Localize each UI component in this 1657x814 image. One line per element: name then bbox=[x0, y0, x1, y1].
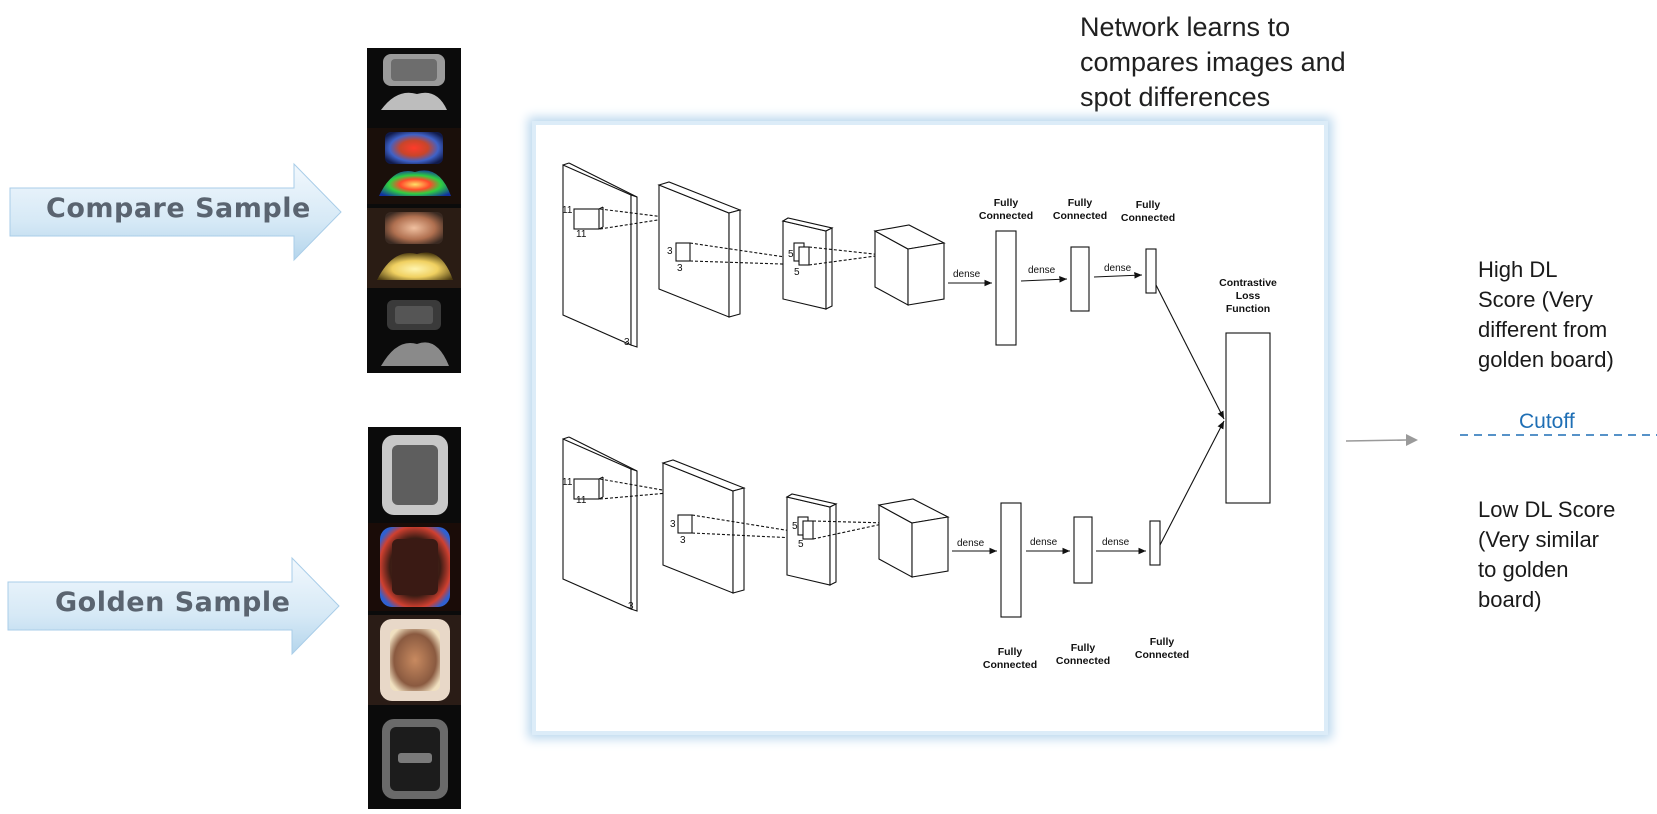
network-description-heading: Network learns to compares images and sp… bbox=[1080, 10, 1400, 115]
low-score-line-1: Low DL Score bbox=[1478, 497, 1616, 522]
low-score-line-4: board) bbox=[1478, 587, 1542, 612]
top-input-volume bbox=[562, 162, 638, 348]
top-conv3-volume bbox=[873, 224, 946, 306]
bottom-dense-label-1: dense bbox=[957, 538, 985, 549]
high-score-text: High DL Score (Very different from golde… bbox=[1478, 255, 1653, 375]
bottom-fc1-label-line2: Connected bbox=[983, 659, 1037, 671]
top-fc1 bbox=[995, 230, 1017, 346]
bottom-fc3 bbox=[1149, 520, 1161, 566]
golden-sample-arrow bbox=[7, 556, 340, 656]
bottom-dim-11b: 11 bbox=[576, 495, 587, 506]
top-fc3-label-line1: Fully bbox=[1136, 199, 1161, 211]
bottom-conv2-volume bbox=[785, 493, 838, 586]
top-fc1-label-line2: Connected bbox=[979, 210, 1033, 222]
siamese-network-diagram: 11 11 3 3 5 5 3 11 11 3 3 5 5 3 dense de… bbox=[536, 125, 1324, 731]
bottom-fc2-label-line2: Connected bbox=[1056, 655, 1110, 667]
bottom-input-filter bbox=[573, 476, 604, 500]
top-dim-5b: 5 bbox=[794, 267, 800, 278]
bottom-dim-5b: 5 bbox=[798, 539, 804, 550]
bottom-dense-label-3: dense bbox=[1102, 537, 1130, 548]
top-fc1-label-line1: Fully bbox=[994, 197, 1019, 209]
bottom-input-volume bbox=[562, 436, 638, 612]
top-dim-5a: 5 bbox=[788, 249, 794, 260]
compare-sample-arrow bbox=[9, 162, 342, 262]
bottom-dim-11a: 11 bbox=[562, 477, 573, 488]
golden-sample-label: Golden Sample bbox=[55, 587, 291, 618]
high-score-line-3: different from bbox=[1478, 317, 1608, 342]
bottom-fc1-label-line1: Fully bbox=[998, 646, 1023, 658]
low-score-line-2: (Very similar bbox=[1478, 527, 1600, 552]
top-fc3 bbox=[1145, 248, 1157, 294]
top-dense-label-3: dense bbox=[1104, 263, 1132, 274]
output-arrow bbox=[1345, 434, 1418, 446]
bottom-dim-5a: 5 bbox=[792, 521, 798, 532]
top-conv2-volume bbox=[781, 217, 834, 310]
top-fc3-label-line2: Connected bbox=[1121, 212, 1175, 224]
top-dim-11a: 11 bbox=[562, 205, 573, 216]
bottom-dense-label-2: dense bbox=[1030, 537, 1058, 548]
bottom-fc1 bbox=[1000, 502, 1022, 618]
bottom-dim-3c: 3 bbox=[628, 601, 634, 612]
high-score-line-4: golden board) bbox=[1478, 347, 1614, 372]
bottom-fc2 bbox=[1073, 516, 1093, 584]
cutoff-line bbox=[1460, 434, 1657, 436]
high-score-line-1: High DL bbox=[1478, 257, 1558, 282]
loss-label-line1: Contrastive bbox=[1219, 277, 1277, 289]
loss-label-line2: Loss bbox=[1236, 290, 1261, 302]
top-fc2-label-line1: Fully bbox=[1068, 197, 1093, 209]
compare-sample-label: Compare Sample bbox=[46, 193, 311, 224]
bottom-conv3-volume bbox=[877, 498, 950, 578]
compare-sample-image-strip bbox=[367, 48, 461, 373]
heading-line-1: Network learns to bbox=[1080, 12, 1291, 42]
bottom-conv1-volume bbox=[661, 459, 746, 594]
top-fc2 bbox=[1070, 246, 1090, 312]
low-score-text: Low DL Score (Very similar to golden boa… bbox=[1478, 495, 1653, 615]
top-dense-label-1: dense bbox=[953, 269, 981, 280]
bottom-fc3-label-line2: Connected bbox=[1135, 649, 1189, 661]
high-score-line-2: Score (Very bbox=[1478, 287, 1593, 312]
top-dim-3a: 3 bbox=[667, 246, 673, 257]
top-dim-3b: 3 bbox=[677, 263, 683, 274]
top-dense-label-2: dense bbox=[1028, 265, 1056, 276]
bottom-dim-3a: 3 bbox=[670, 519, 676, 530]
bottom-fc3-label-line1: Fully bbox=[1150, 636, 1175, 648]
golden-sample-image-strip bbox=[368, 427, 461, 809]
bottom-dim-3b: 3 bbox=[680, 535, 686, 546]
top-input-filter bbox=[573, 206, 604, 230]
heading-line-2: compares images and bbox=[1080, 47, 1346, 77]
loss-label-line3: Function bbox=[1226, 303, 1270, 315]
top-fc2-label-line2: Connected bbox=[1053, 210, 1107, 222]
heading-line-3: spot differences bbox=[1080, 82, 1271, 112]
cutoff-label: Cutoff bbox=[1519, 410, 1575, 433]
top-dim-11b: 11 bbox=[576, 229, 587, 240]
low-score-line-3: to golden bbox=[1478, 557, 1569, 582]
bottom-fc2-label-line1: Fully bbox=[1071, 642, 1096, 654]
contrastive-loss-box bbox=[1225, 332, 1271, 504]
top-dim-3c: 3 bbox=[624, 337, 630, 348]
top-conv1-volume bbox=[657, 181, 742, 318]
